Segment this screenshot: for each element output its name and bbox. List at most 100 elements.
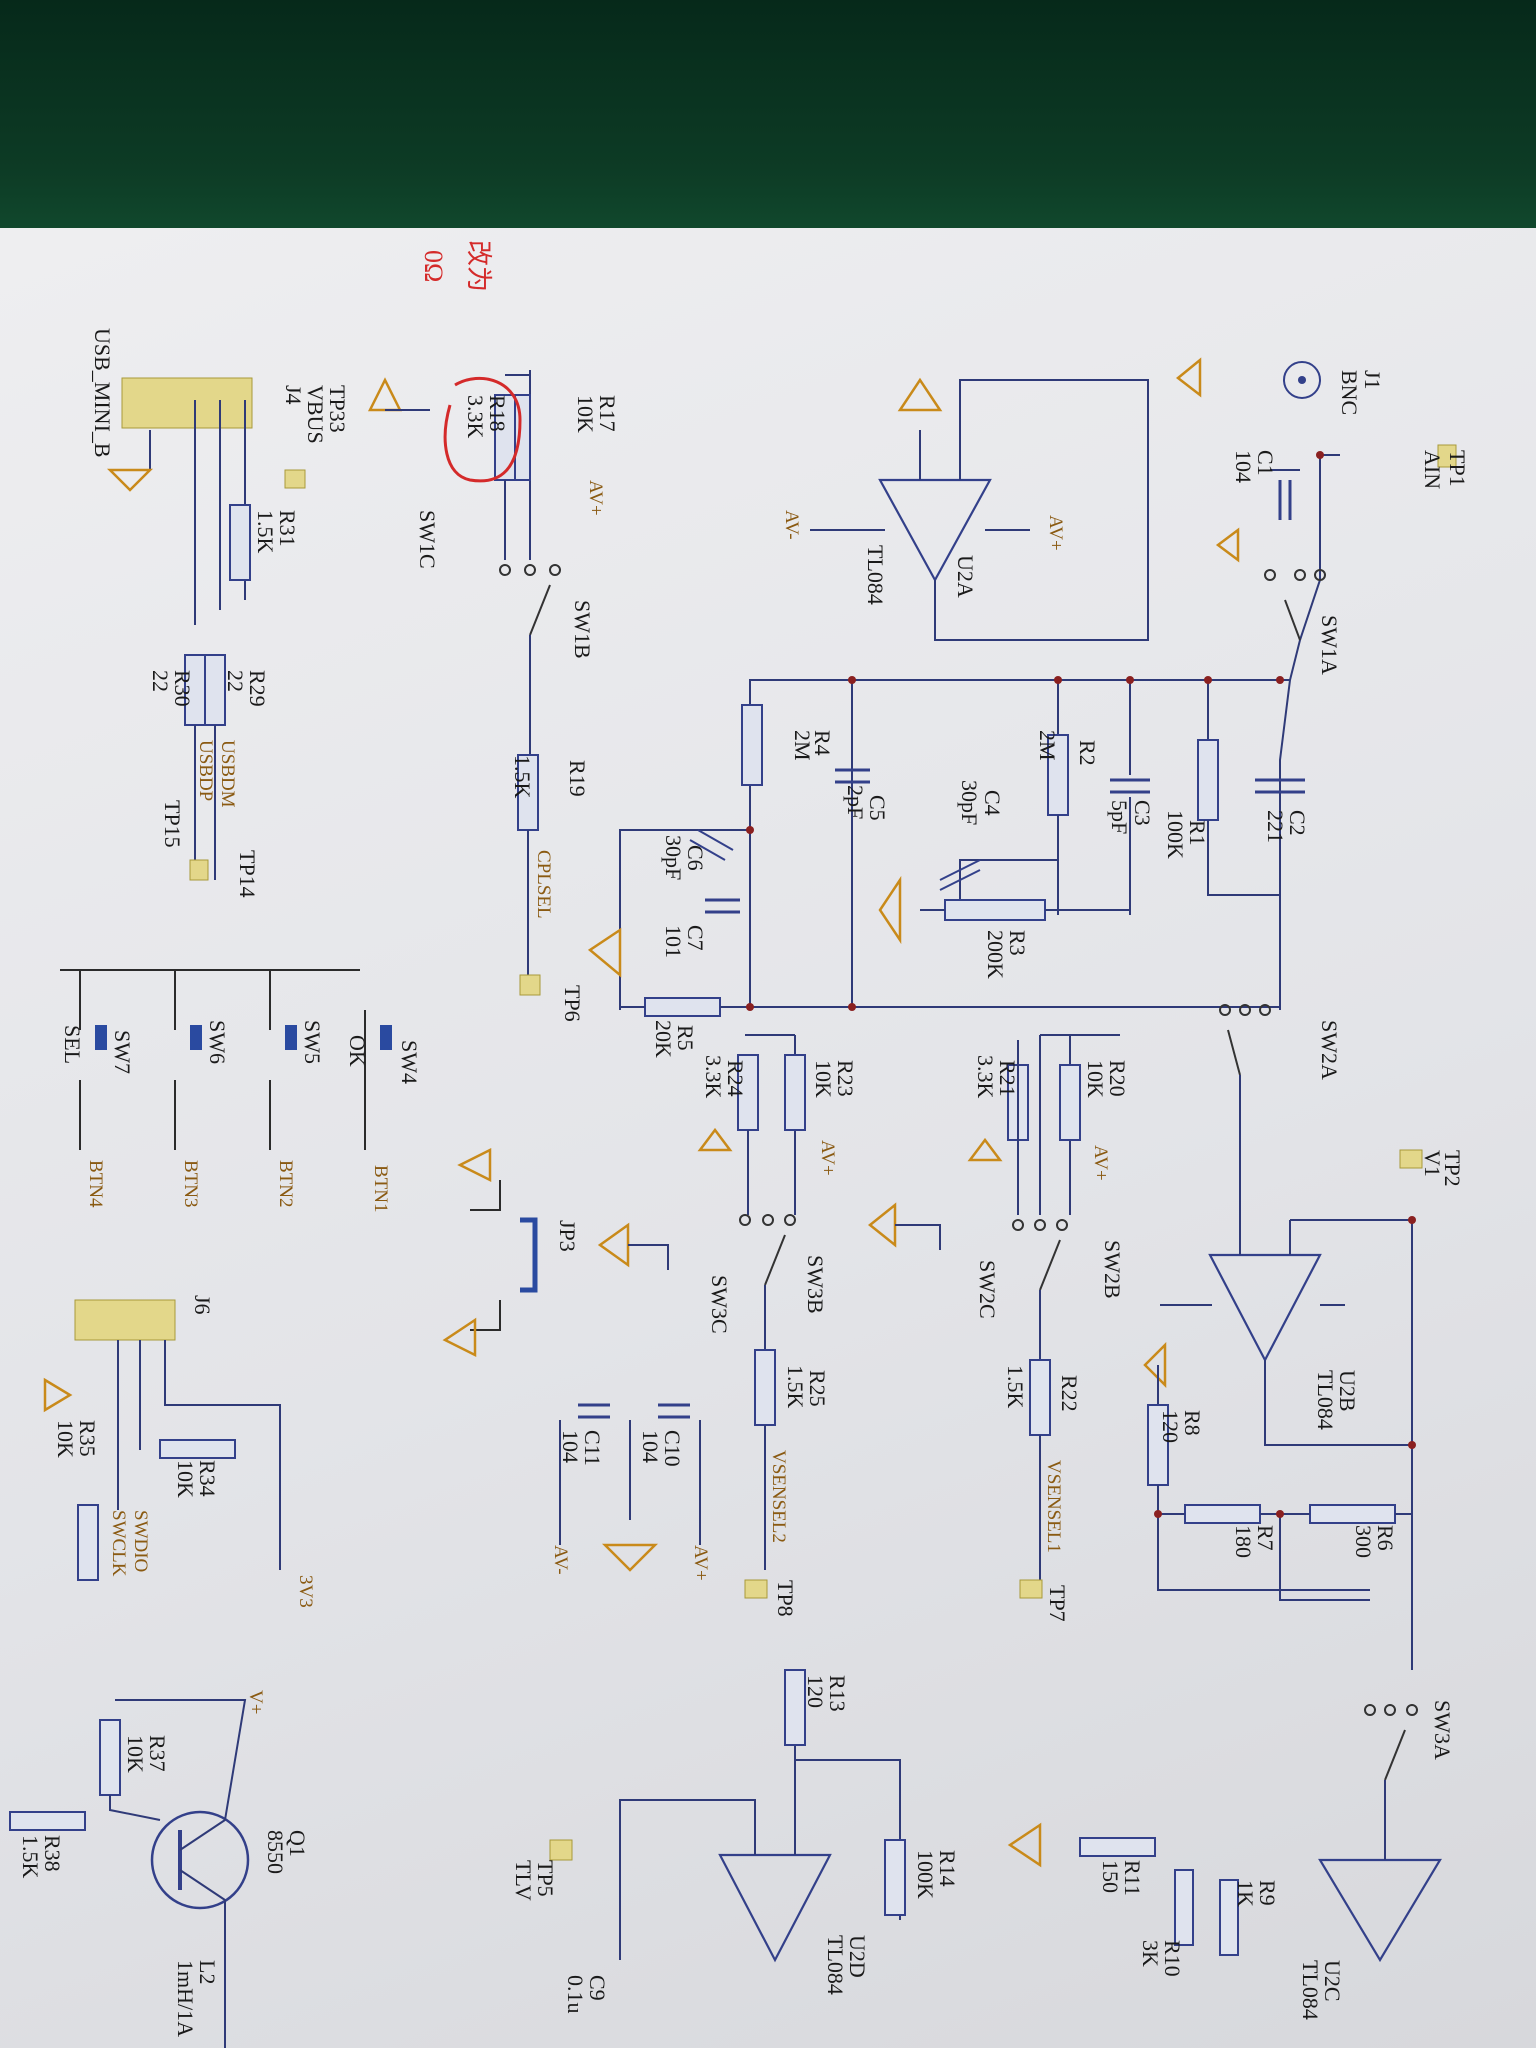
paper-sheet <box>0 228 1536 2048</box>
r3-value: 200K <box>983 930 1008 979</box>
r8-value: 120 <box>1158 1410 1183 1443</box>
3v3-label: 3V3 <box>295 1575 316 1608</box>
sw2a-label: SW2A <box>1317 1020 1342 1080</box>
r4-value: 2M <box>790 730 815 761</box>
swdio-label: SWDIO <box>130 1510 151 1572</box>
r37-value: 10K <box>123 1735 148 1773</box>
opamp-u2b <box>1160 1215 1413 1670</box>
avp-c10-label: AV+ <box>690 1545 711 1581</box>
sw6-label: SW6 <box>205 1020 230 1064</box>
sw4-label: SW4 <box>397 1040 422 1084</box>
avp-u2a-label: AV+ <box>1045 515 1066 551</box>
r37-label: R37 <box>145 1735 170 1772</box>
opamp-u2d <box>619 1669 906 1963</box>
vbus-label: VBUS <box>303 385 328 444</box>
u2d-label: U2D <box>845 1935 870 1978</box>
r9-value: 1K <box>1233 1880 1258 1907</box>
r20-value: 10K <box>1083 1060 1108 1098</box>
r14-label: R14 <box>935 1850 960 1887</box>
c9-label: C9 <box>585 1975 610 2001</box>
r1-label: R1 <box>1185 820 1210 846</box>
r1-value: 100K <box>1163 810 1188 859</box>
c2-value: 221 <box>1263 810 1288 843</box>
sel-label: SEL <box>60 1025 85 1064</box>
bnc-label: BNC <box>1337 370 1362 415</box>
r21-value: 3.3K <box>973 1055 998 1099</box>
tp2-label: TP2 <box>1440 1150 1465 1187</box>
r31-label: R31 <box>275 510 300 547</box>
tp8-label: TP8 <box>773 1580 798 1617</box>
vsensel2-label: VSENSEL2 <box>768 1450 789 1543</box>
r18-label: R18 <box>485 395 510 432</box>
r18-value: 3.3K <box>463 395 488 439</box>
r2-value: 2M <box>1035 730 1060 761</box>
r8-label: R8 <box>1180 1410 1205 1436</box>
opamp-u2c <box>1007 1820 1442 1963</box>
usb-connector-j4 <box>106 377 253 880</box>
v1-label: V1 <box>1420 1150 1445 1177</box>
c2-label: C2 <box>1285 810 1310 836</box>
r19-value: 1.5K <box>510 755 535 799</box>
c11-label: C11 <box>580 1430 605 1466</box>
c10-label: C10 <box>660 1430 685 1467</box>
avp-sw3b-label: AV+ <box>817 1140 838 1176</box>
r7-label: R7 <box>1253 1525 1278 1551</box>
btn1-label: BTN1 <box>370 1165 391 1213</box>
r17-value: 10K <box>573 395 598 433</box>
sw7-label: SW7 <box>110 1030 135 1074</box>
c5-label: C5 <box>865 795 890 821</box>
r11-value: 150 <box>1098 1860 1123 1893</box>
r7-value: 180 <box>1231 1525 1256 1558</box>
avm-u2a-label: AV- <box>781 510 802 540</box>
sw5-label: SW5 <box>300 1020 325 1064</box>
btn2-label: BTN2 <box>275 1160 296 1208</box>
r11-label: R11 <box>1120 1860 1145 1896</box>
c9-value: 0.1u <box>563 1975 588 2014</box>
r38-label: R38 <box>40 1835 65 1872</box>
jp3-label: JP3 <box>555 1220 580 1252</box>
ok-label: OK <box>345 1035 370 1067</box>
r14-value: 100K <box>913 1850 938 1899</box>
c10-value: 104 <box>638 1430 663 1463</box>
handwritten-note: 改为 <box>464 240 493 292</box>
bnc-connector-j1 <box>1175 357 1321 399</box>
j1-label: J1 <box>1360 370 1385 390</box>
r22-label: R22 <box>1057 1375 1082 1412</box>
r25-label: R25 <box>805 1370 830 1407</box>
sw3b-label: SW3B <box>803 1255 828 1314</box>
c6-label: C6 <box>683 845 708 871</box>
tl084-c-label: TL084 <box>1298 1960 1323 2020</box>
r6-label: R6 <box>1373 1525 1398 1551</box>
r34-value: 10K <box>173 1460 198 1498</box>
c6-value: 30pF <box>661 835 686 880</box>
avp-sw1b-label: AV+ <box>585 480 606 516</box>
r6-value: 300 <box>1351 1525 1376 1558</box>
u2c-label: U2C <box>1320 1960 1345 2002</box>
btn4-label: BTN4 <box>85 1160 106 1208</box>
tp33-label: TP33 <box>325 385 350 433</box>
sw3a-label: SW3A <box>1430 1700 1455 1760</box>
q1-label: Q1 <box>285 1830 310 1857</box>
swclk-label: SWCLK <box>108 1510 129 1577</box>
tp7-label: TP7 <box>1045 1585 1070 1622</box>
c7-value: 101 <box>661 925 686 958</box>
r5-label: R5 <box>673 1025 698 1051</box>
r13-label: R13 <box>825 1675 850 1712</box>
l2-label: L2 <box>195 1960 220 1984</box>
r3-label: R3 <box>1005 930 1030 956</box>
c11-value: 104 <box>558 1430 583 1463</box>
cplsel-label: CPLSEL <box>533 850 554 919</box>
r21-label: R21 <box>995 1060 1020 1097</box>
vplus-label: V+ <box>245 1690 266 1714</box>
ain-label: AIN <box>1420 450 1445 489</box>
r30-label: R30 <box>170 670 195 707</box>
tl084-a-label: TL084 <box>863 545 888 605</box>
r24-label: R24 <box>723 1060 748 1097</box>
tp15-label: TP15 <box>160 800 185 848</box>
r23-value: 10K <box>811 1060 836 1098</box>
transistor-q1 <box>9 1699 250 2048</box>
sw2b-label: SW2B <box>1100 1240 1125 1299</box>
c1-label: C1 <box>1253 450 1278 476</box>
r34-label: R34 <box>195 1460 220 1497</box>
